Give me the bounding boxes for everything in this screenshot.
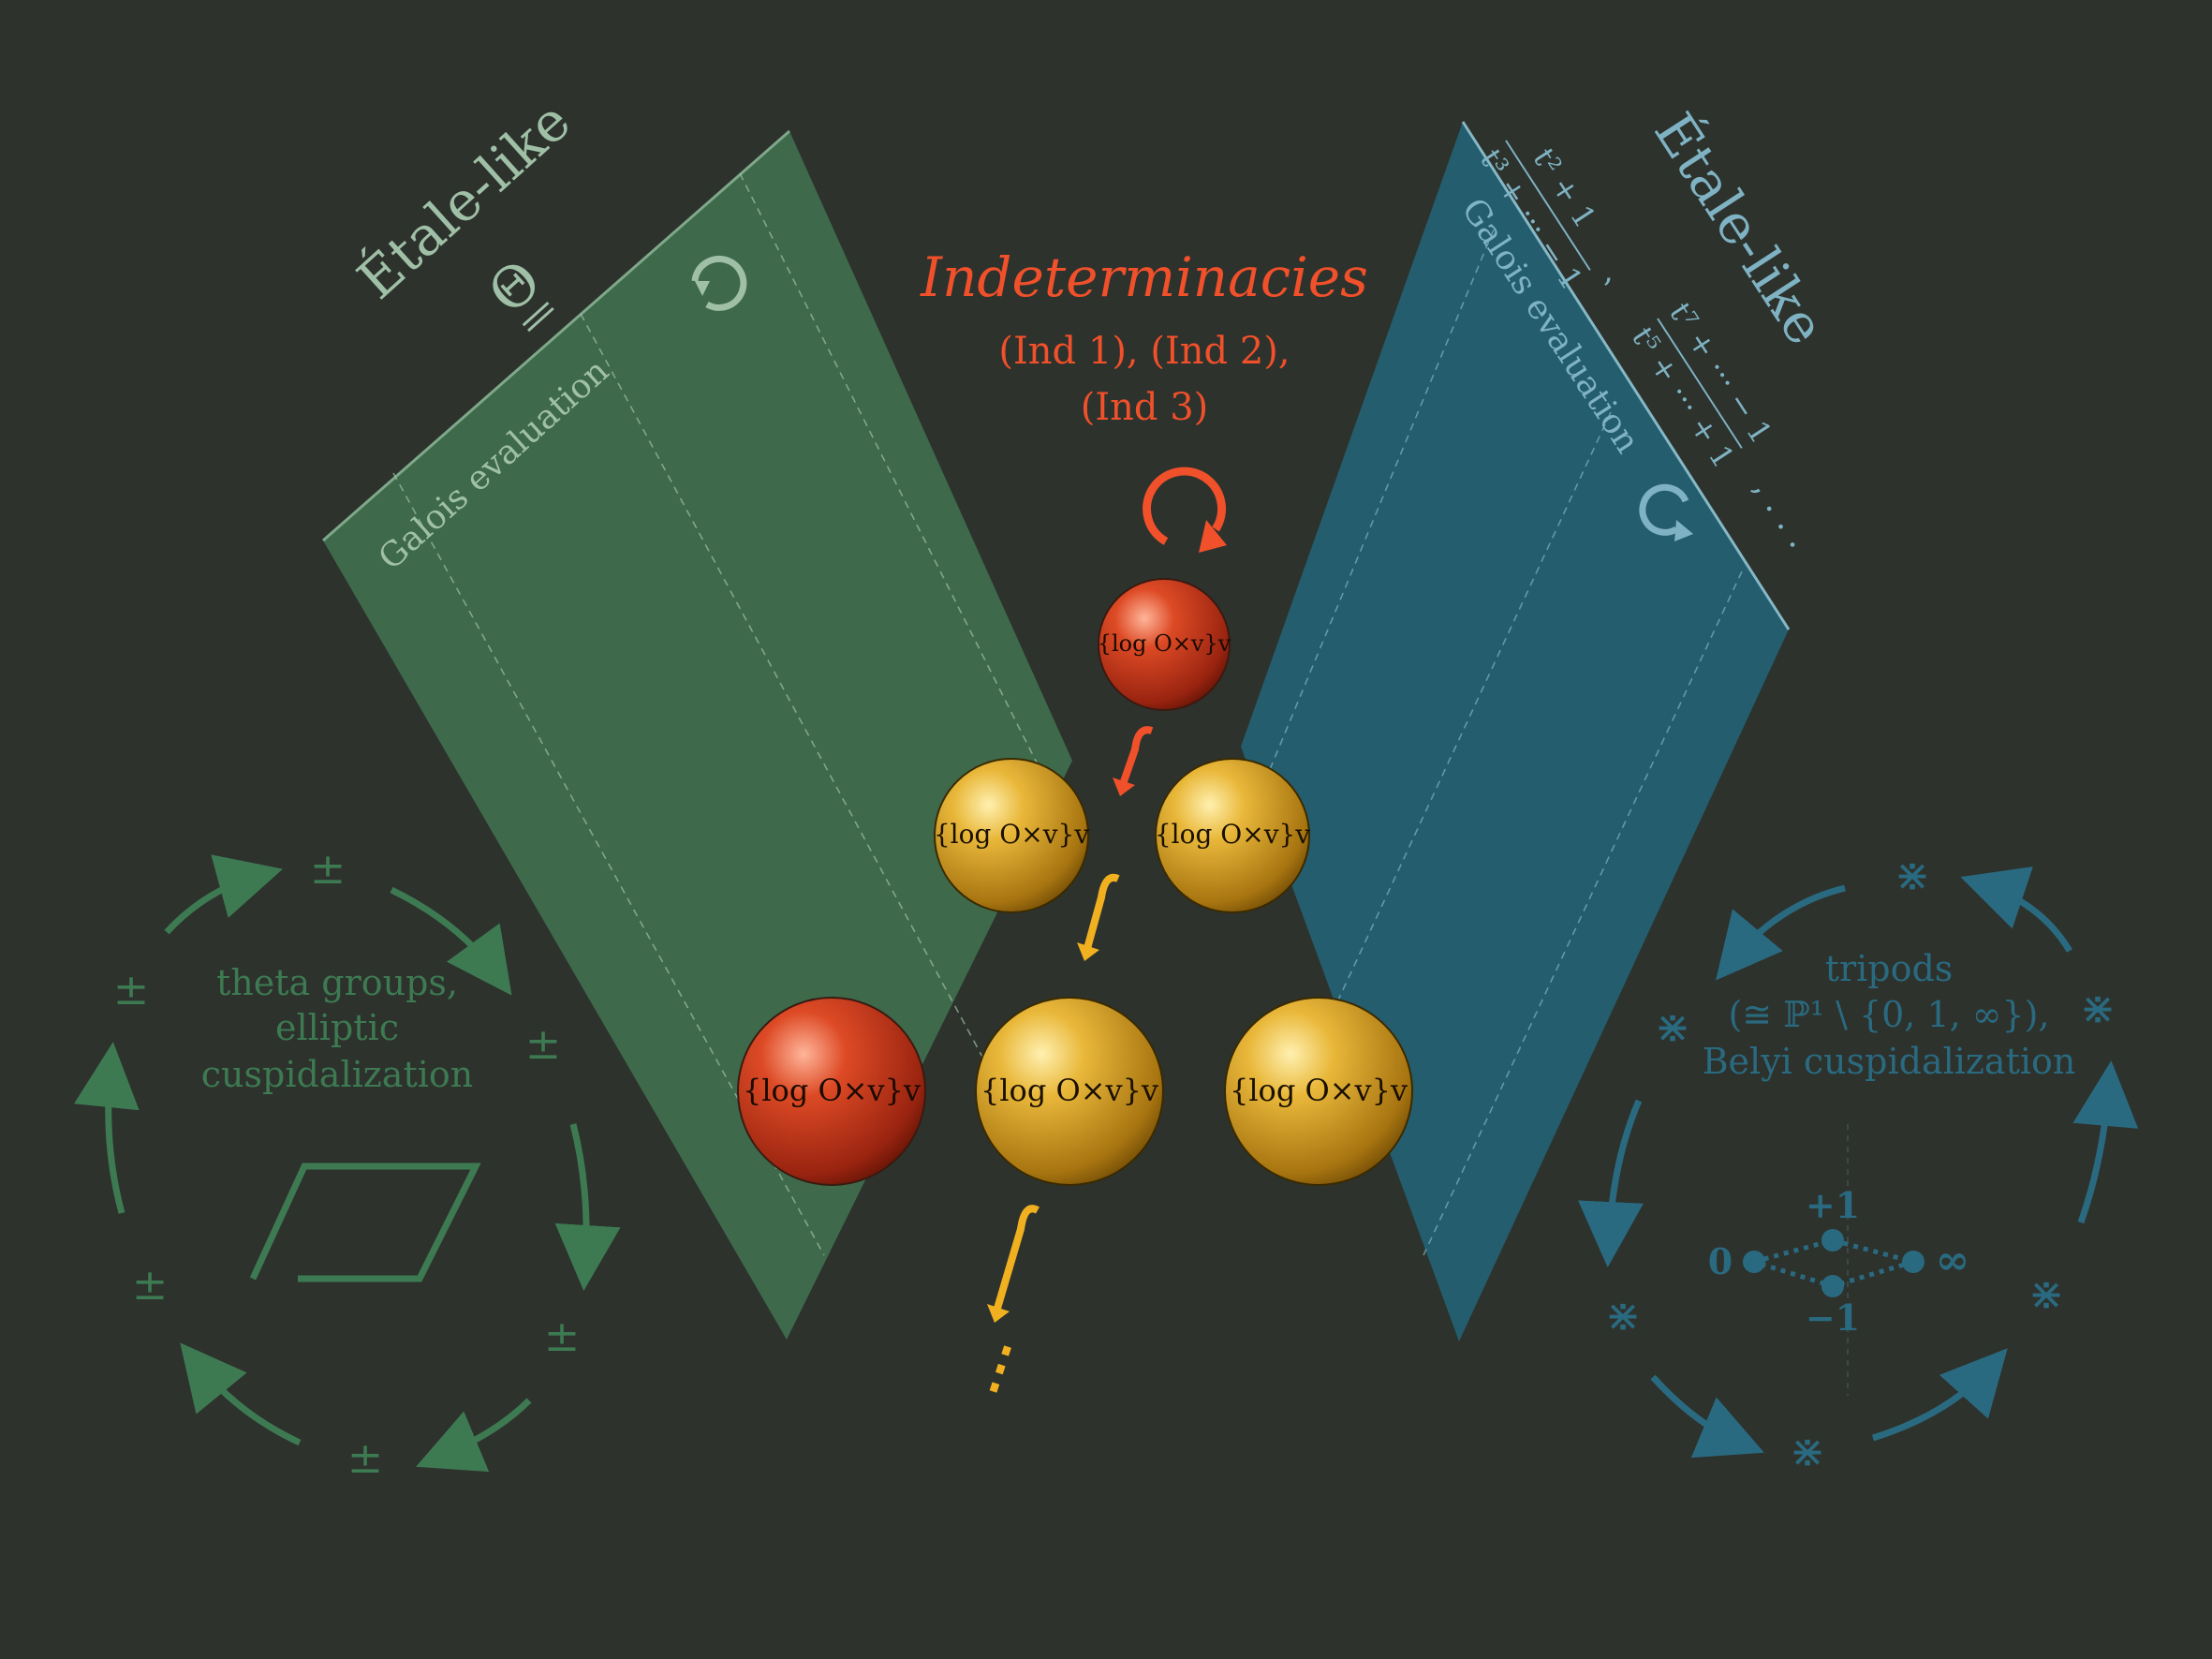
right-cycle-text-line3: Belyi cuspidalization <box>1703 1041 2076 1082</box>
svg-text:{log O×v}v: {log O×v}v <box>981 1073 1158 1108</box>
pm-symbol: ± <box>347 1432 384 1483</box>
circular-arrow-icon <box>691 255 747 311</box>
parallelogram-icon <box>249 1163 481 1282</box>
left-panel-title: Étale-like <box>346 89 582 311</box>
hook-arrow-red <box>1113 726 1154 796</box>
tripod-label-top: +1 <box>1806 1184 1860 1226</box>
sphere-bottom-left: {log O×v}v <box>737 997 926 1186</box>
pm-symbol: ± <box>525 1018 562 1069</box>
right-cycle <box>1578 867 2139 1459</box>
hook-arrow-gold-lower <box>987 1205 1040 1323</box>
star-symbol: ⋇ <box>1895 850 1931 900</box>
pm-symbol: ± <box>132 1259 169 1310</box>
trailing-ellipsis: , . . . <box>1746 471 1819 555</box>
star-symbol: ⋇ <box>1605 1290 1642 1341</box>
circular-arrow-icon <box>1143 467 1227 553</box>
sphere-mid-right: {log O×v}v <box>1155 758 1311 913</box>
svg-text:{log O×v}v: {log O×v}v <box>934 819 1090 850</box>
left-cycle-text-line3: cuspidalization <box>201 1054 473 1095</box>
star-symbol: ⋇ <box>2028 1268 2065 1319</box>
svg-text:Θ: Θ <box>476 247 553 327</box>
tripod-label-right: ∞ <box>1936 1237 1970 1284</box>
svg-text:, . . .: , . . . <box>1746 471 1819 555</box>
svg-text:{log O×v}v: {log O×v}v <box>1230 1073 1408 1108</box>
tripod-label-bottom: −1 <box>1806 1296 1860 1339</box>
sphere-bottom-right: {log O×v}v <box>1224 997 1413 1186</box>
theta-symbol: Θ <box>476 247 554 333</box>
vertical-ellipsis: ⋮ <box>964 1328 1038 1408</box>
pm-symbol: ± <box>113 964 150 1015</box>
indeterminacies-line1: (Ind 1), (Ind 2), <box>998 330 1290 373</box>
svg-text:{log O×v}v: {log O×v}v <box>1098 630 1231 657</box>
left-cycle-text-line1: theta groups, <box>216 962 458 1003</box>
svg-text:{log O×v}v: {log O×v}v <box>1155 819 1311 850</box>
tripod-icon <box>1743 1124 1924 1396</box>
pm-symbol: ± <box>544 1311 581 1361</box>
svg-text:Étale-like: Étale-like <box>346 89 582 311</box>
svg-text:{log O×v}v: {log O×v}v <box>743 1073 921 1108</box>
star-symbol: ⋇ <box>2080 983 2116 1033</box>
pm-symbol: ± <box>310 843 347 894</box>
left-etale-panel <box>322 129 1072 1340</box>
hook-arrow-gold <box>1077 874 1120 961</box>
sphere-bottom-center: {log O×v}v <box>975 997 1164 1186</box>
fraction-separator: , <box>1603 252 1614 289</box>
right-cycle-text-line2: (≅ ℙ¹ \ {0, 1, ∞}), <box>1728 994 2049 1035</box>
circular-arrow-icon <box>1639 483 1693 541</box>
indeterminacies-line2: (Ind 3) <box>1081 386 1209 429</box>
left-cycle-text-line2: elliptic <box>275 1007 399 1048</box>
star-symbol: ⋇ <box>1790 1426 1826 1476</box>
sphere-top: {log O×v}v <box>1098 578 1231 711</box>
indeterminacies-title: Indeterminacies <box>920 245 1368 309</box>
sphere-mid-left: {log O×v}v <box>934 758 1090 913</box>
left-cycle <box>74 854 621 1473</box>
tripod-label-left: 0 <box>1708 1240 1733 1282</box>
star-symbol: ⋇ <box>1655 1001 1691 1052</box>
right-cycle-text-line1: tripods <box>1825 948 1954 989</box>
